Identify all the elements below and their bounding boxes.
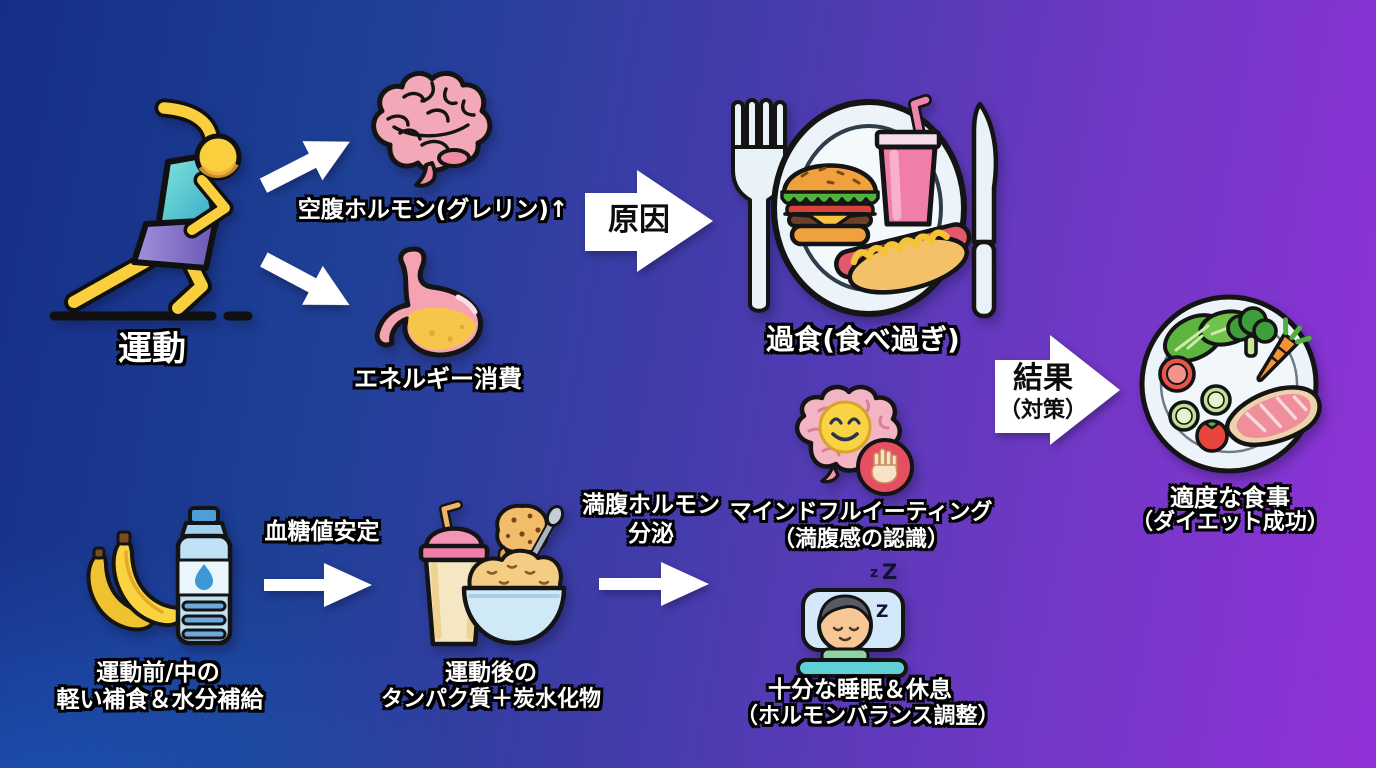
cause-arrow-label: 原因 bbox=[608, 202, 670, 238]
mindful-eating-label-line1: マインドフルイーティング bbox=[729, 500, 993, 525]
hunger-hormone-label: 空腹ホルモン(グレリン)↑ bbox=[297, 197, 569, 223]
pre-snack-label-line2: 軽い補食＆水分補給 bbox=[56, 687, 264, 713]
brain-icon bbox=[371, 70, 493, 188]
cause-arrow: 原因 bbox=[585, 170, 715, 272]
result-arrow-label-line1: 結果 bbox=[1013, 361, 1073, 396]
fast-food-plate-icon bbox=[731, 94, 999, 319]
sleep-rest-label-line1: 十分な睡眠＆休息 bbox=[768, 677, 952, 703]
energy-consumption-label: エネルギー消費 bbox=[354, 365, 522, 393]
mindful-eating-label-line2: （満腹感の認識） bbox=[772, 527, 949, 552]
healthy-plate-icon bbox=[1139, 294, 1322, 474]
stomach-icon bbox=[374, 246, 483, 358]
blood-sugar-label: 血糖値安定 bbox=[264, 519, 380, 545]
moderate-diet-label-line2: （ダイエット成功） bbox=[1131, 510, 1329, 535]
post-meal-label-line2: タンパク質＋炭水化物 bbox=[380, 687, 601, 712]
person-stretching-icon bbox=[49, 98, 253, 321]
banana-water-bottle-icon bbox=[86, 506, 233, 646]
shake-and-bowl-icon bbox=[418, 500, 567, 647]
satiety-hormone-label-line2: 分泌 bbox=[628, 521, 674, 547]
sleep-rest-label-line2: （ホルモンバランス調整） bbox=[736, 704, 1000, 729]
overeating-label: 過食(食べ過ぎ) bbox=[766, 323, 960, 356]
result-arrow-label-line2: （対策） bbox=[998, 398, 1087, 423]
sleep-z-large: Z bbox=[882, 560, 897, 584]
blood-sugar-arrow bbox=[264, 560, 374, 610]
sleep-z-side: Z bbox=[876, 602, 888, 622]
satiety-arrow bbox=[599, 559, 711, 609]
arrow-exercise-to-brain bbox=[253, 119, 364, 207]
post-meal-label-line1: 運動後の bbox=[445, 660, 537, 686]
happy-brain-stop-hand-icon bbox=[794, 384, 914, 496]
sleeping-person-icon: z Z Z bbox=[796, 560, 908, 678]
arrow-exercise-to-stomach bbox=[253, 238, 364, 327]
moderate-diet-label-line1: 適度な食事 bbox=[1170, 484, 1290, 512]
pre-snack-label-line1: 運動前/中の bbox=[96, 660, 220, 686]
sleep-z-small: z bbox=[870, 565, 878, 581]
result-arrow: 結果 （対策） bbox=[995, 335, 1122, 445]
satiety-hormone-label-line1: 満腹ホルモン bbox=[582, 492, 720, 518]
exercise-label: 運動 bbox=[118, 329, 186, 369]
